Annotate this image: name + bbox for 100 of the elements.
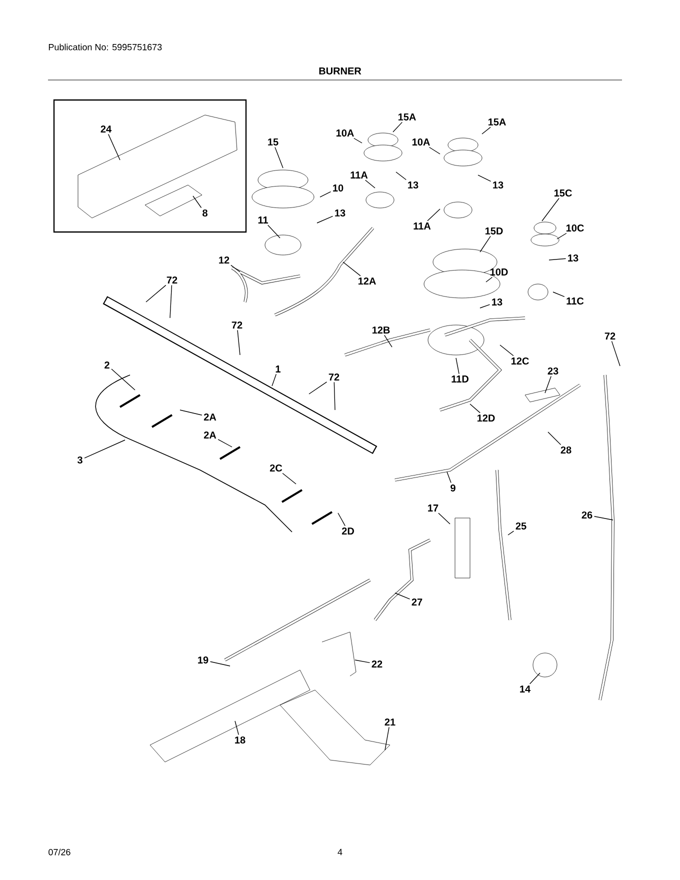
leader-line [508, 530, 514, 536]
callout-number: 12D [477, 414, 495, 422]
callout-number: 12A [358, 278, 376, 284]
callout-number: 13 [492, 298, 502, 306]
leader-line [542, 198, 560, 222]
callout-number: 11 [258, 216, 268, 224]
callout-number: 12C [511, 357, 529, 365]
leader-line [427, 208, 440, 222]
leader-line [108, 134, 120, 160]
leader-line [396, 172, 406, 180]
leader-line [320, 191, 332, 198]
leader-line [486, 276, 493, 282]
callout-number: 10D [490, 268, 508, 276]
leader-line [438, 512, 450, 524]
callout-number: 72 [166, 276, 178, 284]
callout-number: 72 [232, 322, 242, 328]
leader-line [272, 374, 277, 386]
callout-number: 13 [335, 209, 346, 217]
leader-line [394, 592, 410, 600]
leader-line [237, 330, 240, 356]
callout-number: 12 [219, 256, 230, 264]
title: BURNER [319, 68, 362, 74]
callout-number: 11A [414, 222, 431, 230]
leader-line [456, 358, 460, 374]
leader-line [480, 236, 491, 252]
leader-line [480, 304, 490, 308]
callout-number: 24 [100, 126, 112, 132]
callout-number: 2A [204, 432, 216, 438]
callout-number: 9 [450, 484, 456, 492]
callout-number: 15D [485, 228, 503, 234]
callout-number: 22 [372, 660, 382, 668]
leader-line [500, 344, 514, 356]
callout-number: 21 [384, 718, 396, 726]
leader-line [334, 382, 336, 410]
leader-line [316, 216, 334, 224]
leader-line [274, 146, 284, 168]
callout-number: 2C [270, 464, 282, 472]
leader-line [594, 516, 614, 520]
leader-line [170, 284, 172, 318]
leader-line [529, 672, 540, 684]
callout-number: 2A [204, 414, 216, 420]
callout-number: 10A [336, 129, 354, 137]
callout-number: 15 [268, 138, 278, 146]
callout-number: 8 [202, 209, 208, 217]
leader-line [234, 720, 239, 736]
page-note: Publication No: 5995751673 [48, 44, 162, 50]
callout-number: 18 [235, 736, 246, 744]
leader-line [146, 284, 166, 302]
page-note: 07/26 [48, 848, 70, 856]
leader-line [268, 224, 280, 238]
leader-line [611, 340, 620, 366]
leader-line [338, 512, 346, 526]
leader-line [354, 660, 370, 664]
callout-number: 17 [428, 504, 438, 512]
callout-number: 2D [342, 528, 354, 534]
leader-line [392, 122, 403, 132]
callout-number: 10C [566, 224, 584, 232]
callout-number: 15A [488, 118, 506, 126]
callout-number: 13 [568, 254, 578, 262]
leader-line [446, 472, 452, 484]
leader-line [552, 292, 565, 298]
callout-number: 10A [412, 138, 430, 146]
leader-line [218, 439, 232, 448]
callout-number: 12B [372, 326, 390, 334]
callout-number: 15A [398, 114, 416, 120]
leader-line [548, 258, 566, 260]
leader-line [192, 196, 202, 208]
leader-line [308, 382, 328, 394]
callout-number: 28 [560, 446, 572, 454]
callout-number: 26 [582, 511, 592, 519]
callout-number: 10 [333, 184, 344, 192]
leader-line [384, 726, 390, 750]
leader-line [342, 262, 361, 276]
callout-number: 27 [412, 598, 422, 606]
leader-line [482, 126, 491, 134]
inset-frame [53, 99, 247, 233]
leader-line [428, 146, 440, 154]
leader-line [180, 410, 202, 416]
callout-number: 14 [520, 686, 530, 692]
leader-line [230, 264, 240, 272]
leader-line [556, 232, 567, 240]
page-note: 4 [338, 848, 342, 856]
callout-number: 23 [548, 367, 558, 375]
leader-line [478, 174, 492, 182]
leader-line [84, 440, 126, 458]
callout-number: 15C [554, 189, 572, 197]
leader-line [364, 180, 376, 188]
callout-number: 11A [350, 172, 368, 178]
leader-line [548, 432, 562, 446]
callout-number: 11D [452, 376, 468, 382]
leader-line [354, 138, 362, 144]
callout-number: 19 [198, 656, 208, 664]
callout-number: 11C [566, 297, 584, 305]
leader-line [111, 368, 136, 390]
leader-line [470, 404, 480, 414]
callout-number: 13 [493, 181, 504, 189]
callout-number: 1 [276, 366, 280, 372]
callout-number: 72 [328, 374, 340, 380]
callout-number: 2 [104, 362, 110, 368]
leader-line [282, 472, 296, 484]
